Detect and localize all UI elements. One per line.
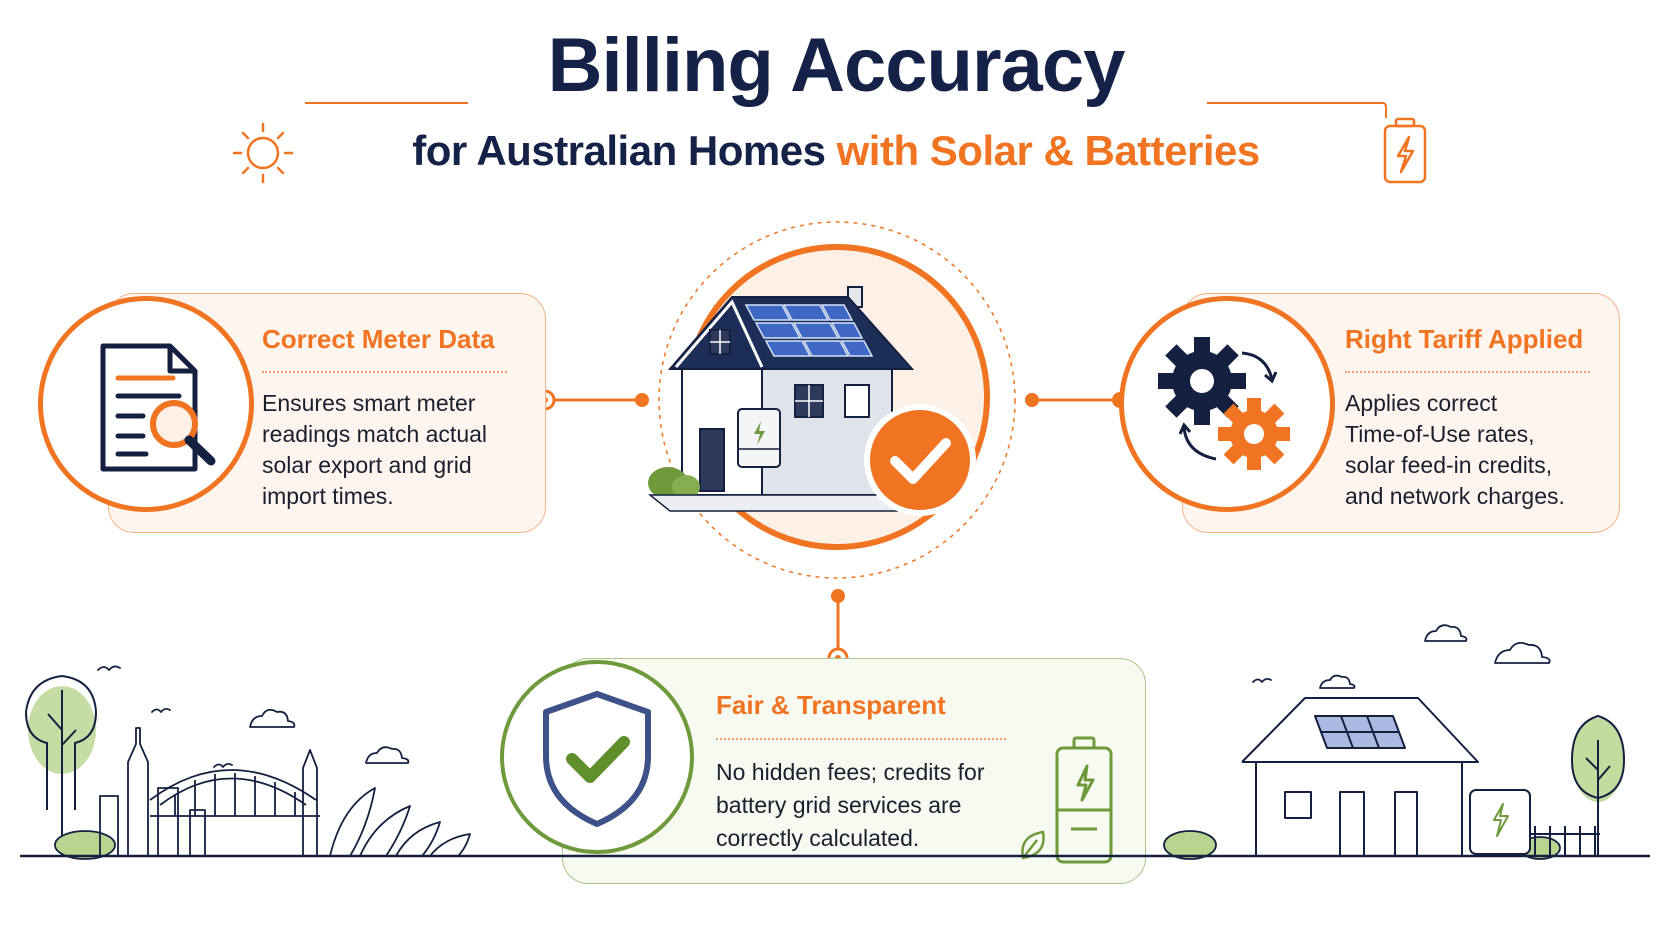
- check-badge-icon: [864, 404, 976, 516]
- header-decorations: [232, 102, 1427, 184]
- text-line: solar feed-in credits,: [1345, 452, 1553, 478]
- tariff-icon-circle: [1119, 296, 1335, 512]
- text-line: readings match actual: [262, 421, 488, 447]
- document-magnifier-icon: [100, 343, 216, 472]
- card-body-fair: No hidden fees; credits for battery grid…: [716, 756, 984, 855]
- page-subtitle: for Australian Homes with Solar & Batter…: [0, 130, 1672, 172]
- subtitle-main: for Australian Homes: [412, 127, 826, 174]
- gears-icon: [1158, 337, 1290, 470]
- divider: [1345, 371, 1590, 373]
- meter-icon-circle: [38, 296, 254, 512]
- tree-icon: [1570, 714, 1626, 856]
- card-body-tariff: Applies correct Time-of-Use rates, solar…: [1345, 388, 1565, 512]
- text-line: correctly calculated.: [716, 825, 920, 851]
- page-title: Billing Accuracy: [547, 23, 1126, 108]
- tree-icon: [24, 674, 98, 856]
- shield-check-icon: [543, 691, 651, 827]
- text-line: and network charges.: [1345, 483, 1565, 509]
- landscape-illustration: [20, 624, 1650, 860]
- text-line: import times.: [262, 483, 394, 509]
- center-house-badge: [647, 221, 1016, 579]
- battery-icon: [1383, 117, 1427, 184]
- house-outline-icon: [1241, 697, 1600, 857]
- card-title-fair: Fair & Transparent: [716, 690, 946, 720]
- fair-icon-circle: [500, 660, 694, 854]
- text-line: solar export and grid: [262, 452, 472, 478]
- text-line: battery grid services are: [716, 792, 962, 818]
- house-solar-icon: [647, 286, 933, 512]
- card-title-meter: Correct Meter Data: [262, 324, 495, 354]
- sun-icon: [232, 122, 294, 184]
- subtitle-accent: with Solar & Batteries: [836, 127, 1261, 174]
- card-title-tariff: Right Tariff Applied: [1345, 324, 1584, 354]
- text-line: Ensures smart meter: [262, 390, 476, 416]
- divider: [716, 738, 1006, 740]
- green-battery-icon: [1021, 736, 1113, 864]
- text-line: Time-of-Use rates,: [1345, 421, 1535, 447]
- battery-icon: [1055, 736, 1113, 864]
- text-line: No hidden fees; credits for: [716, 759, 985, 785]
- header: Billing Accuracy for Australian Homes wi…: [0, 0, 1672, 190]
- card-body-meter: Ensures smart meter readings match actua…: [262, 388, 487, 512]
- text-line: Applies correct: [1345, 390, 1498, 416]
- divider: [262, 371, 507, 373]
